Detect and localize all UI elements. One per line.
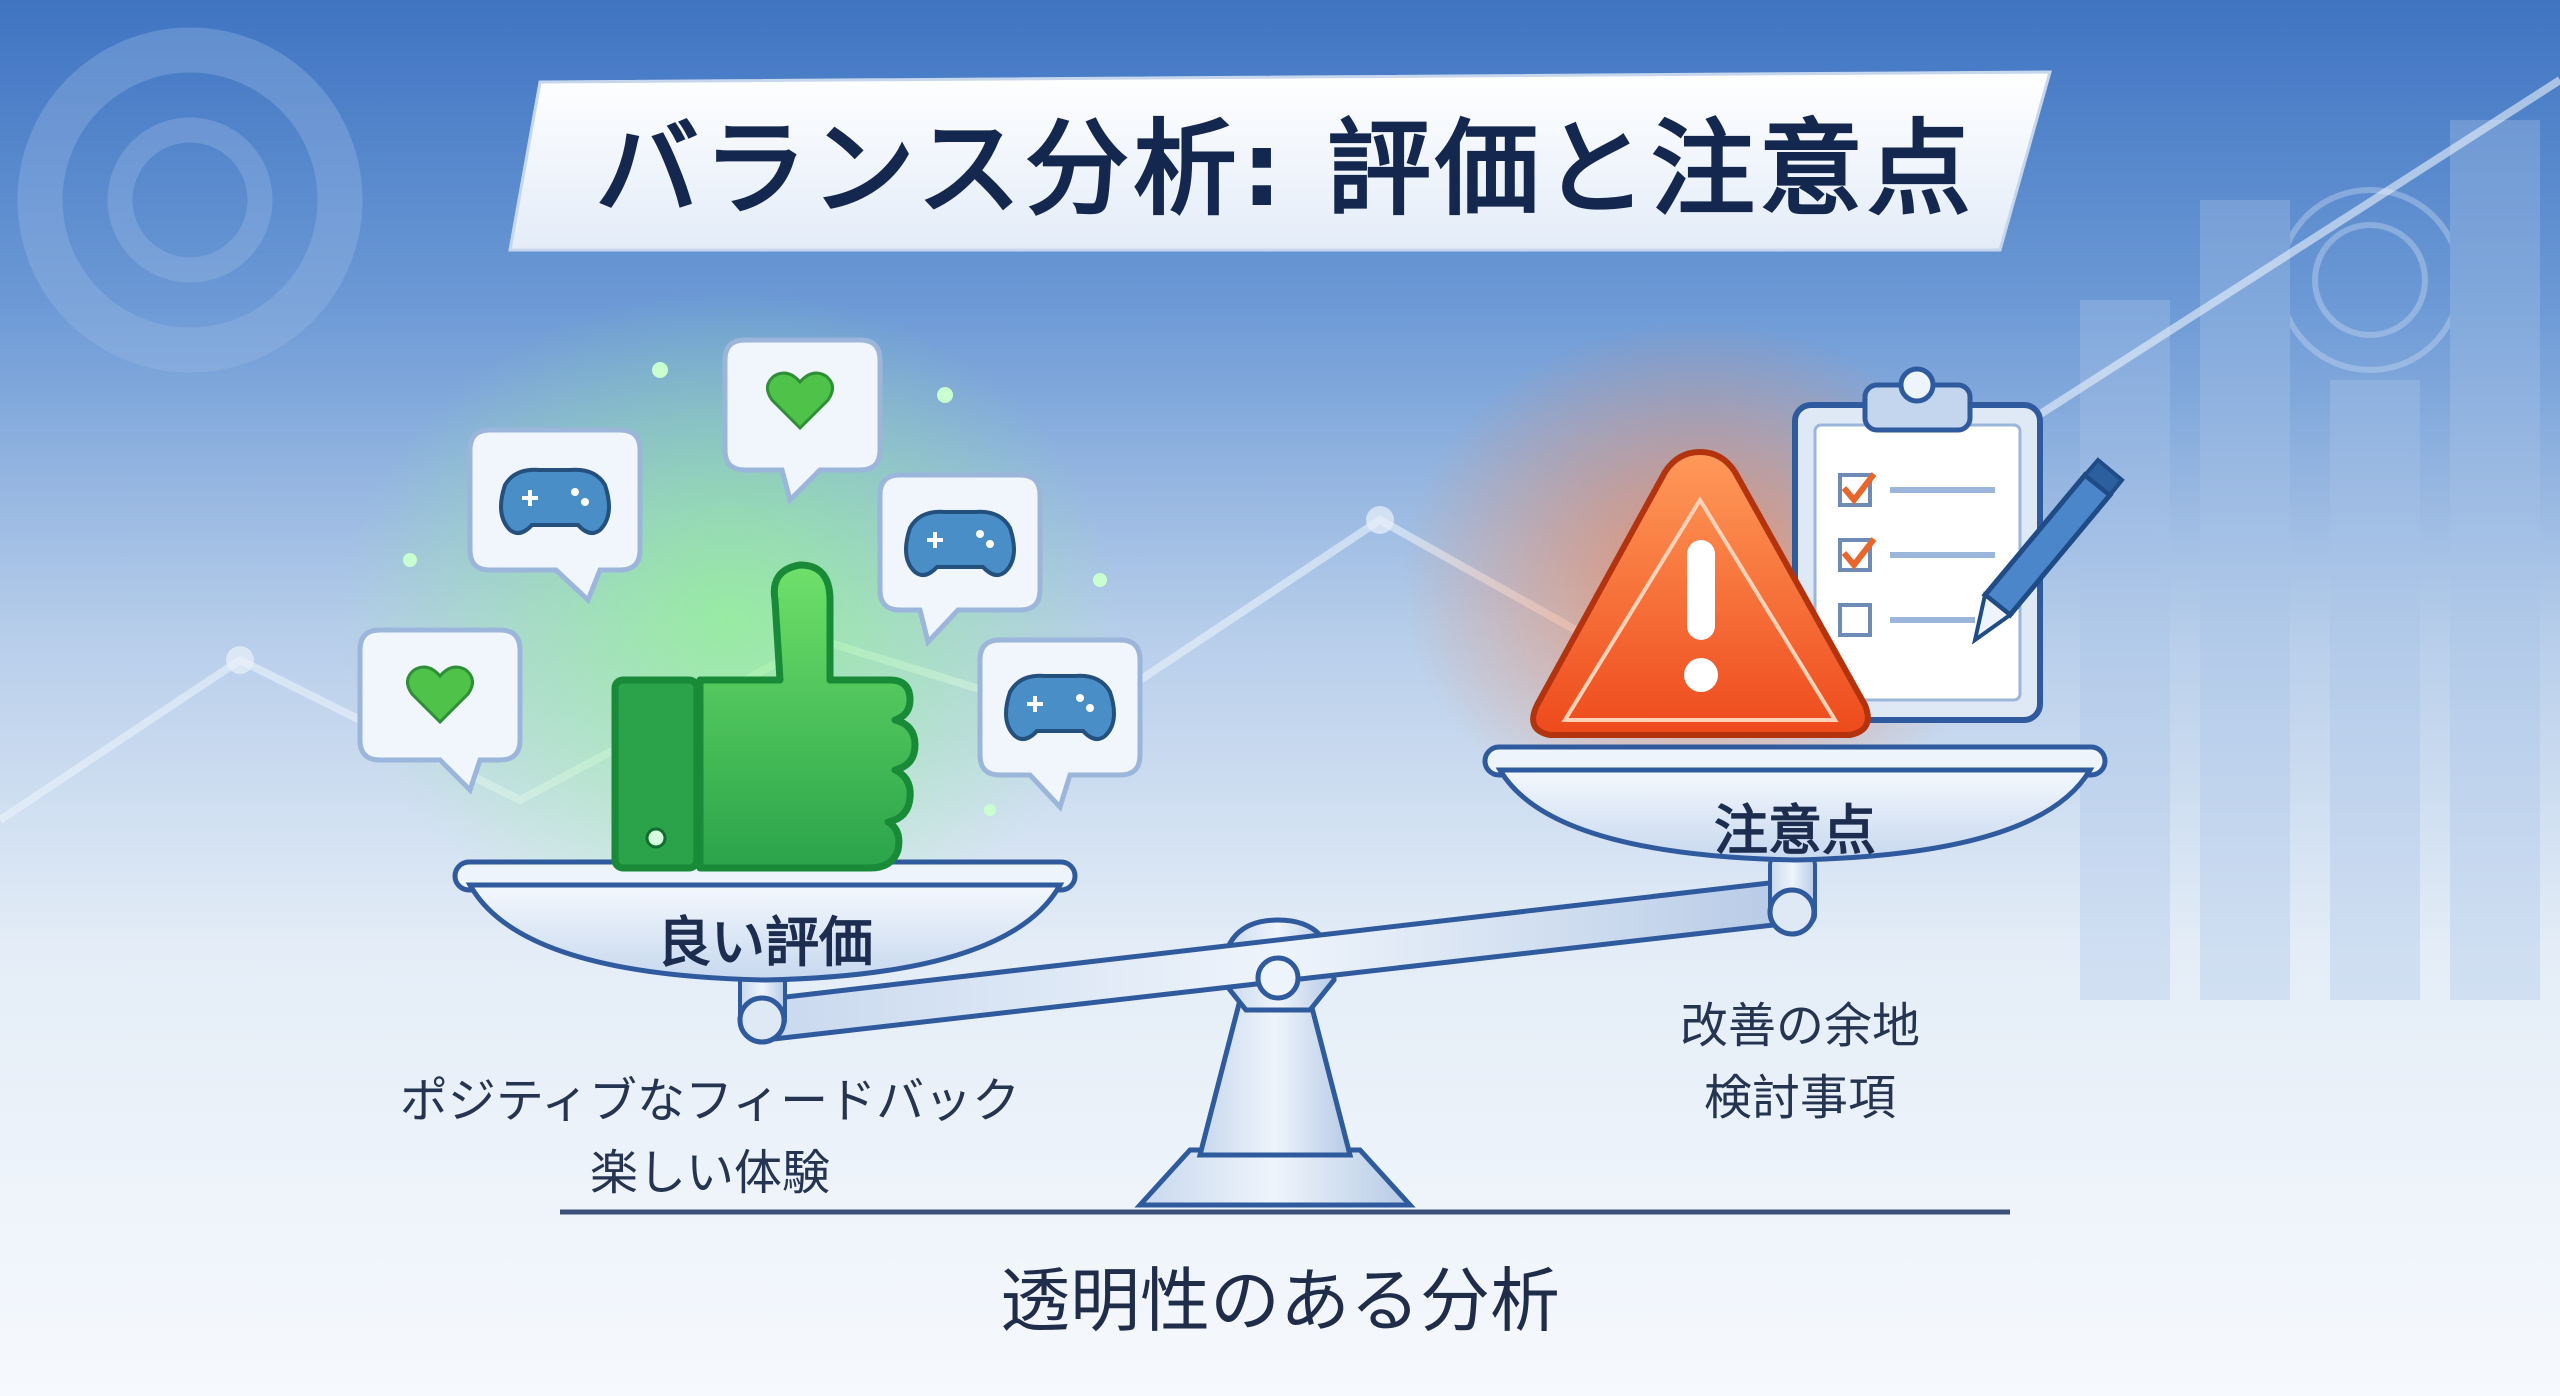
heart-bubble xyxy=(357,627,523,795)
clipboard-icon xyxy=(1792,366,2043,723)
heart-icon xyxy=(766,371,834,431)
right-caption: 改善の余地 検討事項 xyxy=(1560,990,2040,1134)
thumbs-up-icon xyxy=(611,561,919,872)
gamepad-icon xyxy=(1004,673,1116,742)
page-title: バランス分析: 評価と注意点 xyxy=(595,107,1975,230)
heart-icon xyxy=(406,665,474,725)
left-caption-line: 楽しい体験 xyxy=(589,1145,830,1201)
heart-bubble xyxy=(722,337,883,505)
left-caption-line: ポジティブなフィードバック xyxy=(399,1073,1021,1129)
right-pan-label: 注意点 xyxy=(1714,799,1876,862)
right-pan xyxy=(1482,744,2108,863)
footer-label: 透明性のある分析 xyxy=(1000,1260,1560,1342)
sparkles xyxy=(403,362,1107,816)
gamepad-bubble xyxy=(977,637,1143,812)
gamepad-bubble xyxy=(467,427,643,605)
right-caption-line: 改善の余地 xyxy=(1679,998,1920,1054)
gamepad-bubble xyxy=(877,472,1043,648)
left-caption: ポジティブなフィードバック 楽しい体験 xyxy=(360,1065,1060,1209)
title-banner-shape xyxy=(508,70,2052,252)
balance-scale-icon xyxy=(737,853,1817,1208)
left-pan-label: 良い評価 xyxy=(657,911,873,974)
background-decoration xyxy=(17,27,2540,1000)
trend-dot xyxy=(1366,506,1394,534)
right-caption-line: 検討事項 xyxy=(1703,1070,1896,1126)
gamepad-icon xyxy=(499,467,611,536)
title-banner: バランス分析: 評価と注意点 xyxy=(520,70,2050,248)
trend-dot xyxy=(226,646,254,674)
left-pan xyxy=(452,859,1078,983)
gamepad-icon xyxy=(904,509,1016,578)
pen-icon xyxy=(1971,457,2125,645)
warning-icon xyxy=(1530,448,1871,738)
